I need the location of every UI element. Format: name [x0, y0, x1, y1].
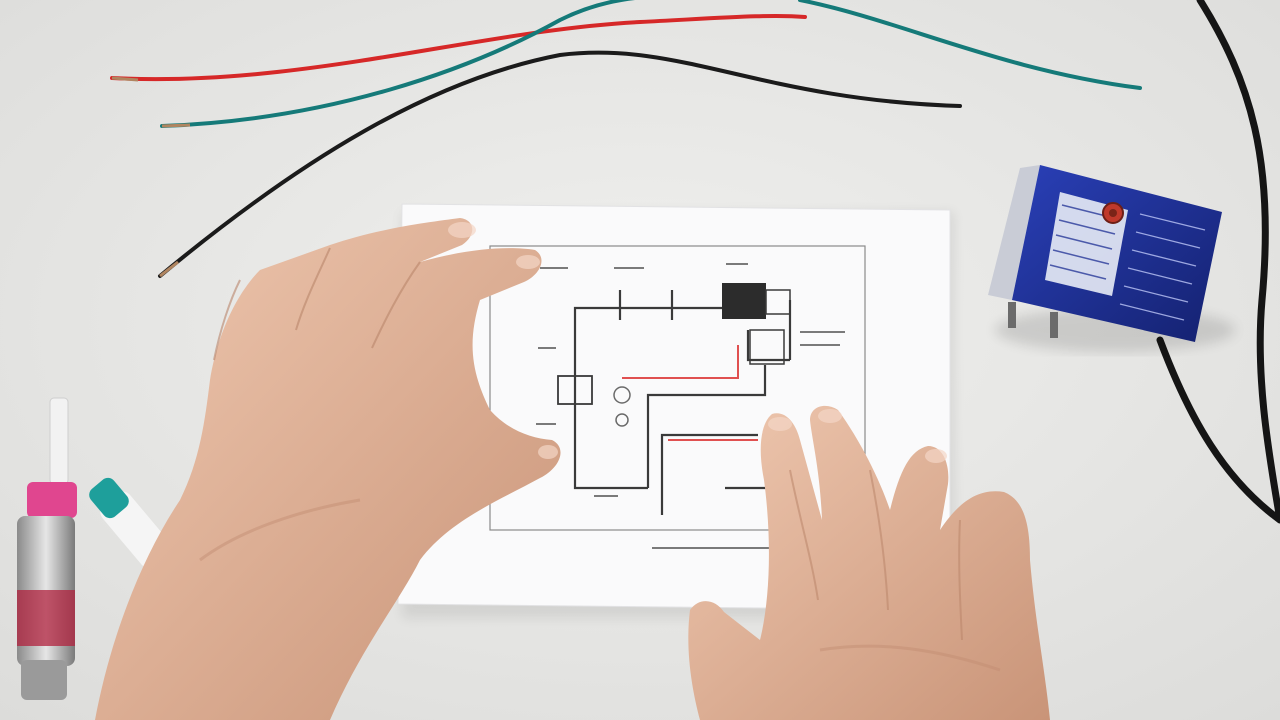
- right-hand: [688, 405, 1050, 720]
- diagram-red-traces: [622, 345, 758, 441]
- red-wire-tip: [111, 76, 139, 82]
- red-wire: [110, 13, 807, 82]
- teal-wire-tip: [161, 123, 191, 128]
- power-cord: [1156, 0, 1280, 524]
- blue-relay-box: [988, 165, 1235, 352]
- relay-pin-right: [1050, 312, 1058, 338]
- relay-pin-left: [1008, 302, 1016, 328]
- diagram-relay-block: [722, 283, 766, 319]
- left-hand: [95, 218, 561, 720]
- pink-syringe: [17, 397, 77, 700]
- relay-box-side: [988, 165, 1040, 300]
- diagram-switch-box: [557, 375, 593, 405]
- black-wire-tip: [159, 260, 179, 278]
- diagram-label-marks: [536, 263, 845, 549]
- teal-wire: [160, 0, 1142, 128]
- diagram-frame: [489, 245, 866, 531]
- loose-wires: [110, 0, 1142, 278]
- diagram-circuit: [573, 290, 792, 515]
- black-wire: [158, 50, 962, 278]
- diagram-component-block: [749, 329, 785, 365]
